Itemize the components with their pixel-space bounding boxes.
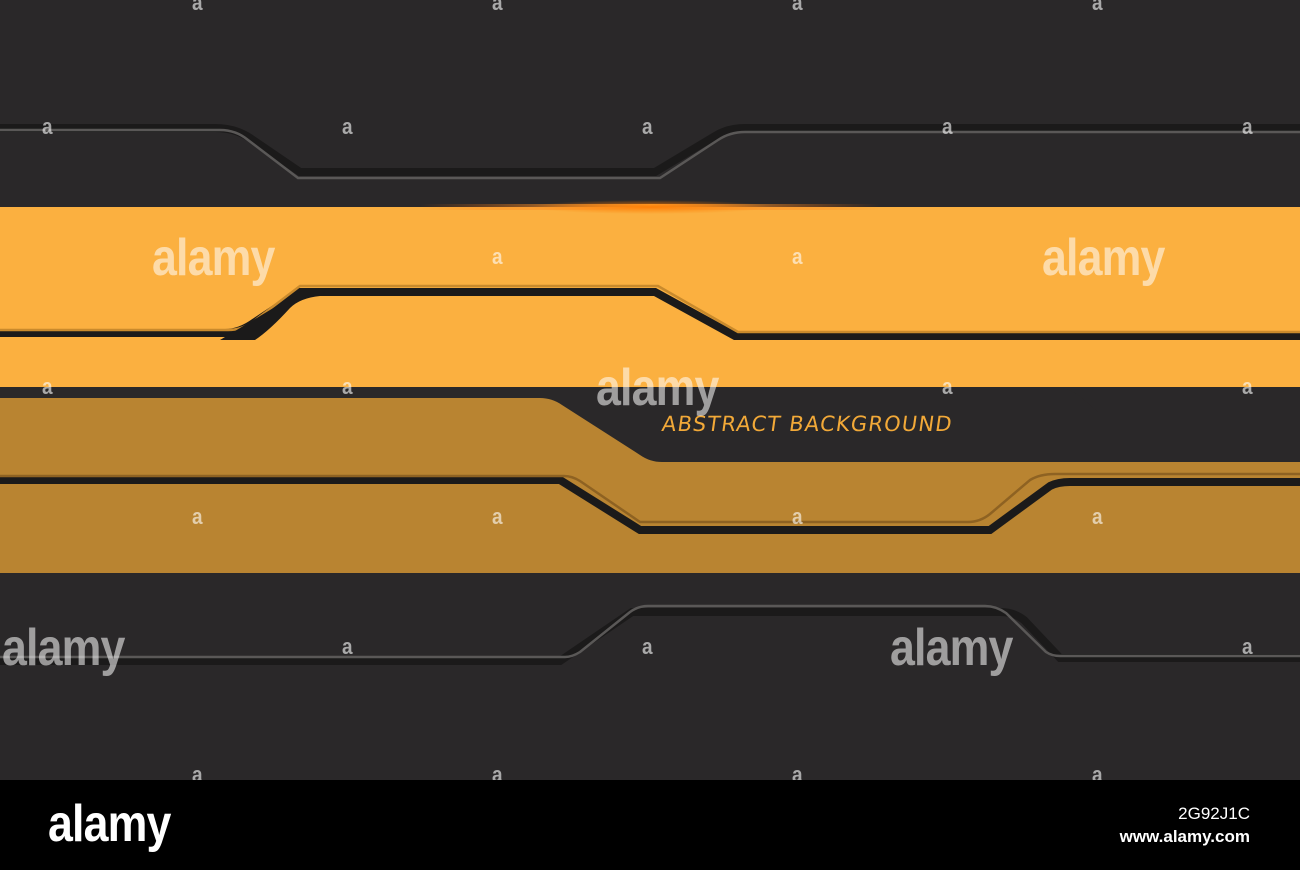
footer-bar: alamy 2G92J1C www.alamy.com <box>0 780 1300 870</box>
abstract-cyber-artwork <box>0 124 1300 665</box>
yellow-band <box>0 207 1300 387</box>
mustard-circuit-line <box>0 472 1300 524</box>
site-url-link[interactable]: www.alamy.com <box>1119 827 1250 846</box>
mustard-circuit-shadow <box>0 476 1300 534</box>
glow-spot <box>530 200 770 214</box>
top-circuit-shadow <box>0 124 1300 176</box>
footer-logo[interactable]: alamy <box>48 795 171 853</box>
headline-text: ABSTRACT BACKGROUND <box>660 412 955 436</box>
headline-wedge <box>0 387 1300 462</box>
bottom-circuit-line <box>0 604 1300 659</box>
bottom-circuit-shadow <box>0 608 1300 665</box>
top-circuit-line <box>0 128 1300 180</box>
image-id-label: 2G92J1C <box>1178 804 1250 823</box>
yellow-notch-shadow <box>220 292 325 340</box>
